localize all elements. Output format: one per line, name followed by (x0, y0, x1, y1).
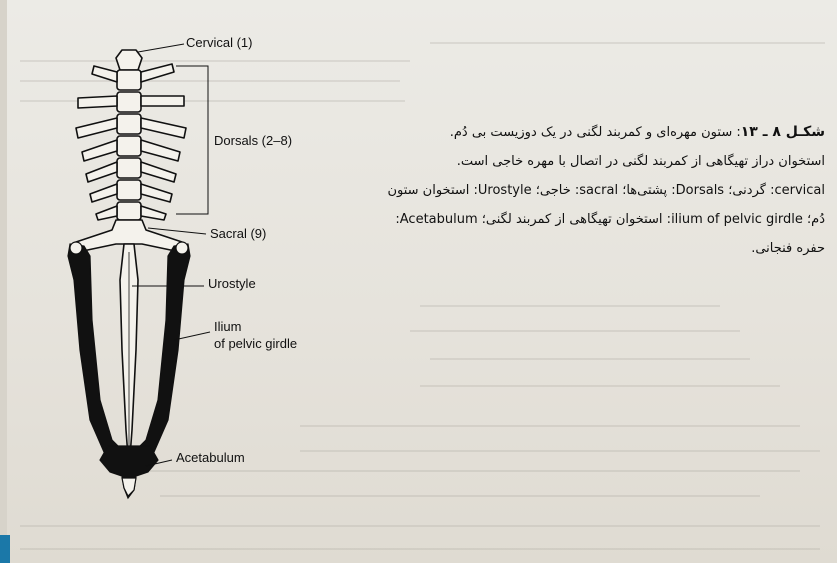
dorsal-vertebra (117, 70, 141, 90)
left-ilium-head (70, 242, 82, 254)
bleed-through-line (430, 42, 825, 44)
vertebral-column-diagram: Cervical (1) Dorsals (2–8) Sacral (9) Ur… (50, 20, 380, 510)
bleed-through-line (20, 548, 820, 550)
label-cervical: Cervical (1) (186, 35, 252, 50)
dorsal-vertebra (117, 158, 141, 178)
dorsal-vertebra (117, 136, 141, 156)
bleed-through-line (20, 525, 820, 527)
bleed-through-line (430, 358, 750, 360)
left-ilium (68, 244, 122, 460)
label-sacral: Sacral (9) (210, 226, 266, 241)
figure-caption: شکـل ۸ ـ ۱۳: ستون مهره‌ای و کمربند لگنی … (387, 118, 825, 263)
label-ilium-desc: of pelvic girdle (214, 336, 297, 351)
cervical-leader (138, 44, 184, 52)
dorsal-vertebra (117, 114, 141, 134)
right-ilium-head (176, 242, 188, 254)
label-urostyle: Urostyle (208, 276, 256, 291)
label-ilium: Ilium (214, 319, 241, 334)
page-edge (0, 0, 7, 563)
right-ilium (136, 244, 190, 460)
caption-line-4: دُم؛ ilium of pelvic girdle: استخوان تهی… (387, 205, 825, 234)
caption-title: شکـل ۸ ـ ۱۳ (741, 124, 825, 140)
caption-line-3: cervical: گردنی؛ Dorsals: پشتی‌ها؛ sacra… (387, 176, 825, 205)
caption-line-5: حفره فنجانی. (387, 234, 825, 263)
bleed-through-line (410, 330, 740, 332)
caption-line-1: شکـل ۸ ـ ۱۳: ستون مهره‌ای و کمربند لگنی … (387, 118, 825, 147)
cervical-vertebra (116, 50, 142, 70)
dorsal-vertebra (117, 92, 141, 112)
bleed-through-line (420, 385, 780, 387)
label-acetabulum: Acetabulum (176, 450, 245, 465)
label-dorsals: Dorsals (2–8) (214, 133, 292, 148)
dorsal-vertebra (117, 202, 141, 220)
dorsal-vertebra (117, 180, 141, 200)
caption-text-1: : ستون مهره‌ای و کمربند لگنی در یک دوزیس… (450, 125, 741, 140)
bleed-through-line (420, 305, 720, 307)
caption-line-2: استخوان دراز تهیگاهی از کمربند لگنی در ا… (387, 147, 825, 176)
corner-tab (0, 535, 10, 563)
dorsals-bracket (176, 66, 208, 214)
skeleton-drawing (50, 20, 380, 510)
